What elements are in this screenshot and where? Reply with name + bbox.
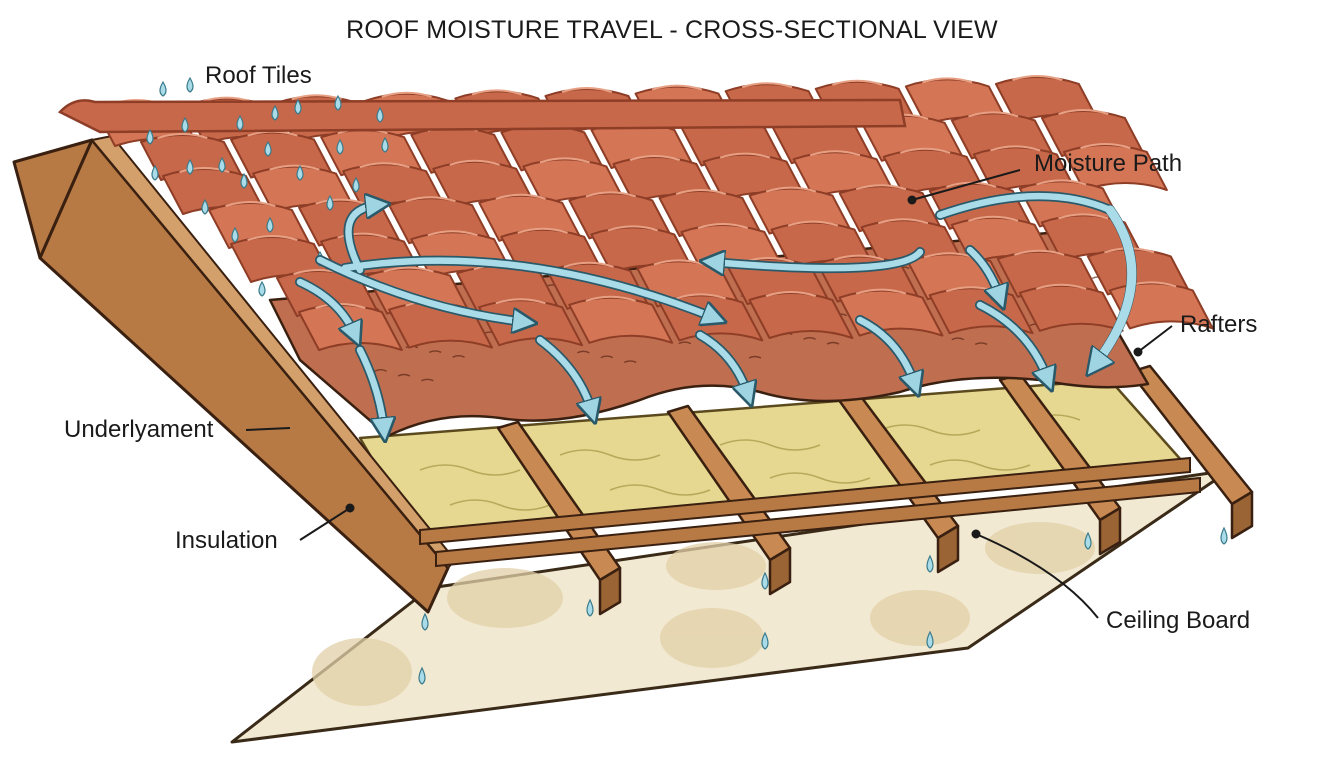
label-moisture-path: Moisture Path: [1034, 150, 1182, 178]
label-roof-tiles: Roof Tiles: [205, 62, 312, 90]
label-insulation: Insulation: [175, 527, 278, 555]
rain-drop: [187, 78, 193, 92]
label-rafters: Rafters: [1180, 311, 1257, 339]
diagram-title: ROOF MOISTURE TRAVEL - CROSS-SECTIONAL V…: [0, 16, 1344, 45]
rain-drop: [160, 82, 166, 96]
water-drip: [1221, 528, 1227, 544]
label-ceiling-board: Ceiling Board: [1106, 607, 1250, 635]
label-underlayment: Underlyament: [64, 416, 213, 444]
rain-drop: [259, 282, 265, 296]
